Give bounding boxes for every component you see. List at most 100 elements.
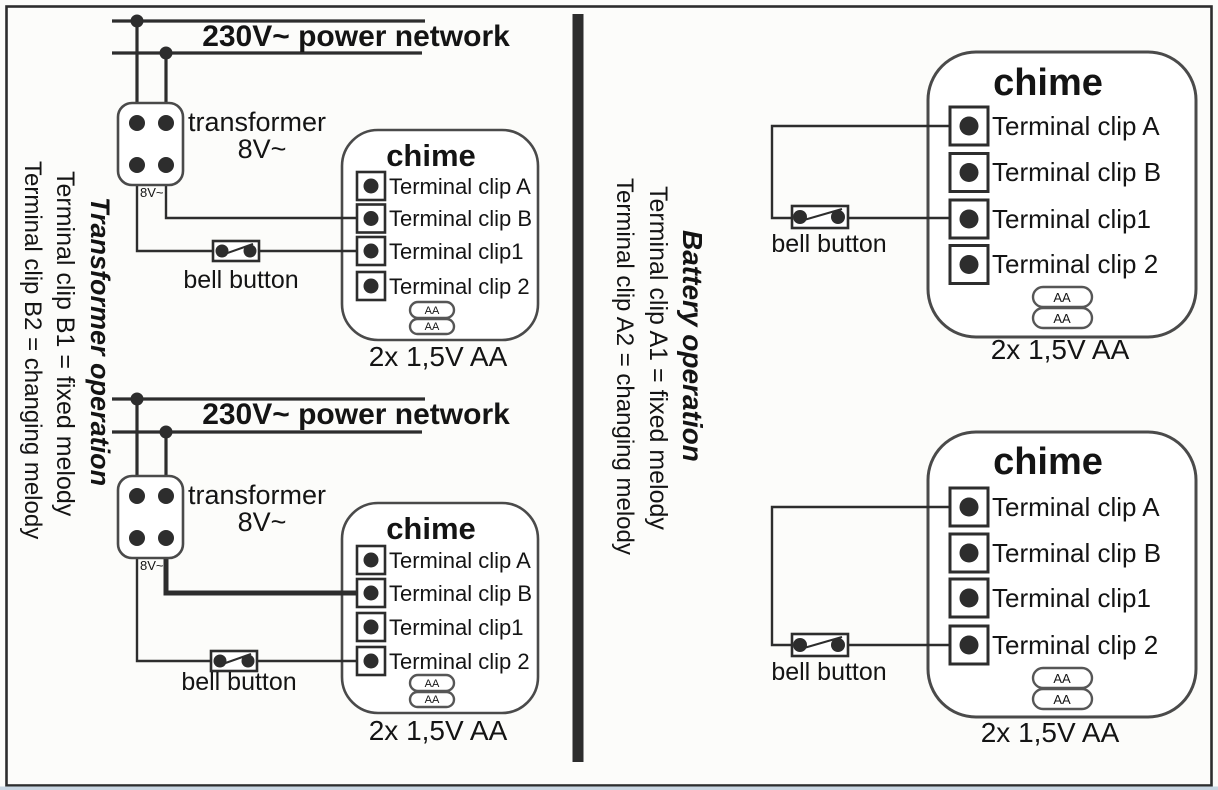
terminal-clip-label: Terminal clip B: [992, 538, 1161, 568]
transformer-terminal-dot: [129, 157, 145, 173]
terminal-clip-dot: [959, 163, 979, 182]
bell-button-label: bell button: [771, 658, 886, 686]
battery-caption: 2x 1,5V AA: [369, 715, 508, 746]
battery-cell: [408, 317, 456, 336]
junction-dot: [130, 392, 144, 406]
battery-caption: 2x 1,5V AA: [981, 717, 1120, 748]
section-title-transformer-operation: Transformer operation: [85, 197, 115, 486]
junction-dot: [159, 46, 173, 60]
circuit-transformer-fixed-melody: 230V~ power network transformer 8V~ 8V~ …: [112, 14, 540, 372]
power-network-label: 230V~ power network: [202, 398, 510, 431]
transformer-label: transformer: [188, 480, 326, 510]
terminal-clip-label: Terminal clip 2: [389, 649, 530, 674]
scan-edge-strip: [0, 786, 1218, 790]
transformer-terminal-dot: [158, 115, 174, 131]
terminal-clip-label: Terminal clip1: [389, 615, 524, 640]
terminal-clip-label: Terminal clip A: [992, 111, 1160, 141]
terminal-clip-dot: [363, 619, 379, 635]
transformer-terminal-dot: [158, 488, 174, 504]
transformer-box: [116, 474, 185, 560]
wire-terminal-a-to-terminal-1: [770, 124, 952, 220]
terminal-clip-label: Terminal clip A: [389, 548, 531, 573]
battery-caption: 2x 1,5V AA: [991, 334, 1130, 365]
bell-button-label: bell button: [183, 266, 298, 294]
section-title-battery-operation: Battery operation: [677, 230, 708, 462]
bell-button-lever: [796, 636, 843, 651]
battery-cell-label: AA: [1053, 311, 1071, 326]
terminal-clip-dot: [959, 116, 979, 136]
note-terminal-a2-changing: Terminal clip A2 = changing melody: [611, 178, 638, 555]
terminal-clip-label: Terminal clip B: [389, 206, 532, 231]
chime-box: [340, 128, 540, 342]
junction-dot: [159, 425, 173, 439]
terminal-clip-label: Terminal clip 2: [992, 249, 1158, 279]
wire-to-terminal-b-thick: [163, 538, 358, 596]
bell-button-label: bell button: [181, 668, 296, 696]
terminal-clip-label: Terminal clip1: [992, 583, 1151, 613]
section-note-battery-operation: Battery operation Terminal clip A1 = fix…: [611, 178, 708, 555]
bell-button-lever: [796, 208, 843, 223]
terminal-clip-dot: [363, 552, 379, 568]
terminal-clip-box: [355, 203, 387, 234]
chime-title: chime: [993, 441, 1103, 483]
terminal-clip-dot: [959, 255, 979, 274]
battery-cell: [1031, 687, 1094, 711]
terminal-clip-dot: [959, 588, 979, 608]
terminal-clip-dot: [959, 635, 979, 655]
terminal-clip-label: Terminal clip1: [992, 204, 1151, 234]
power-network-label: 230V~ power network: [202, 20, 510, 53]
bell-button-contact-dot: [831, 210, 845, 224]
bell-button-contact-dot: [241, 654, 255, 668]
transformer-voltage-label: 8V~: [238, 134, 287, 164]
battery-cell: [1031, 306, 1094, 330]
transformer-box: [116, 101, 185, 187]
transformer-output-tag: 8V~: [140, 558, 164, 573]
transformer-label: transformer: [188, 107, 326, 137]
terminal-clip-label: Terminal clip B: [389, 581, 532, 606]
battery-cell-label: AA: [1053, 692, 1071, 707]
terminal-clip-dot: [959, 497, 979, 517]
terminal-clip-label: Terminal clip B: [992, 157, 1161, 187]
terminal-clip-label: Terminal clip A: [992, 492, 1160, 522]
battery-cell-label: AA: [425, 321, 440, 333]
terminal-clip-dot: [363, 211, 379, 226]
note-terminal-b2-changing: Terminal clip B2 = changing melody: [19, 161, 46, 539]
terminal-clip-dot: [959, 543, 979, 563]
transformer-terminal-dot: [129, 115, 145, 131]
terminal-clip-dot: [363, 278, 379, 294]
chime-box: [340, 501, 540, 715]
terminal-clip-label: Terminal clip A: [389, 174, 531, 199]
terminal-clip-dot: [363, 585, 379, 601]
junction-dot: [130, 14, 144, 28]
terminal-clip-dot: [363, 243, 379, 259]
wire-to-terminal-1: [135, 165, 358, 253]
terminal-clip-label: Terminal clip 2: [389, 274, 530, 299]
transformer-voltage-label: 8V~: [238, 507, 287, 537]
terminal-clip-dot: [363, 178, 379, 194]
circuit-battery-fixed-melody: chime Terminal clip A Terminal clip B Te…: [770, 50, 1198, 365]
chime-box: [926, 430, 1198, 719]
terminal-clip-label: Terminal clip 2: [992, 630, 1158, 660]
battery-caption: 2x 1,5V AA: [369, 341, 508, 372]
transformer-terminal-dot: [129, 530, 145, 546]
chime-box: [926, 50, 1198, 339]
chime-title: chime: [993, 62, 1103, 104]
section-note-transformer-operation: Transformer operation Terminal clip B1 =…: [19, 161, 115, 539]
section-divider: [572, 14, 584, 762]
note-terminal-a1-fixed: Terminal clip A1 = fixed melody: [644, 186, 672, 530]
figure-border: [5, 5, 1213, 787]
battery-cell: [408, 690, 456, 709]
battery-cell-label: AA: [425, 678, 440, 690]
wire-to-terminal-b: [164, 165, 358, 220]
transformer-terminal-dot: [129, 488, 145, 504]
wire-terminal-a-to-terminal-2: [770, 505, 952, 647]
terminal-clip-dot: [959, 209, 979, 229]
battery-cell-label: AA: [1053, 290, 1071, 305]
bell-button-label: bell button: [771, 230, 886, 258]
chime-title: chime: [386, 138, 476, 173]
terminal-clip-label: Terminal clip1: [389, 239, 524, 264]
circuit-transformer-changing-melody: 230V~ power network transformer 8V~ 8V~ …: [112, 392, 540, 746]
battery-cell-label: AA: [425, 305, 440, 317]
